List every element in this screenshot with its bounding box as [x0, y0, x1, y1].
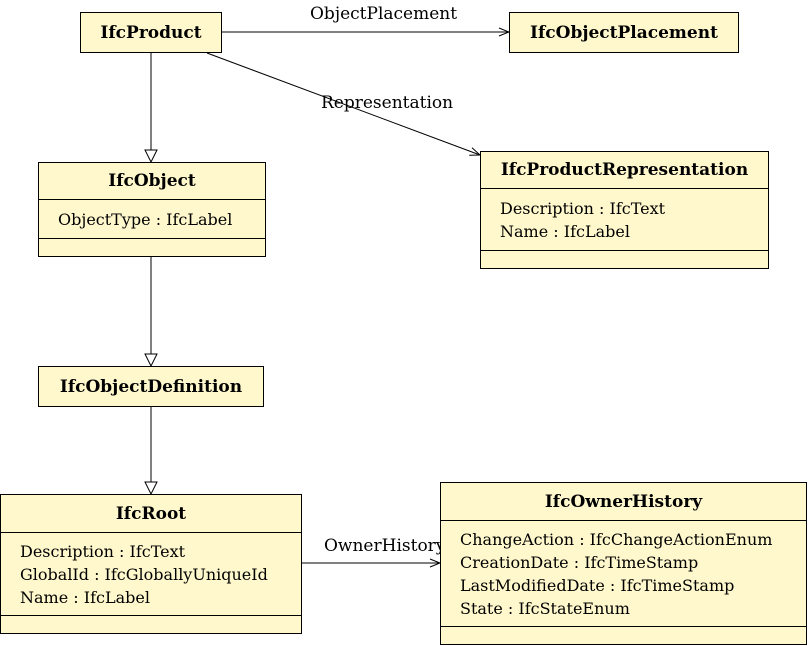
attribute: ObjectType : IfcLabel [58, 209, 233, 229]
class-name: IfcObjectPlacement [530, 22, 718, 43]
attribute: Name : IfcLabel [20, 587, 150, 607]
attribute: GlobalId : IfcGloballyUniqueId [20, 564, 268, 584]
class-ifc-owner-history[interactable]: IfcOwnerHistory ChangeAction : IfcChange… [440, 482, 807, 645]
class-ifc-object-placement[interactable]: IfcObjectPlacement [509, 12, 739, 53]
class-ifc-root[interactable]: IfcRoot Description : IfcText GlobalId :… [0, 494, 302, 634]
label-representation: Representation [321, 93, 454, 113]
association-representation [206, 52, 480, 155]
class-attributes: ChangeAction : IfcChangeActionEnum Creat… [441, 521, 806, 627]
attribute: State : IfcStateEnum [460, 598, 630, 618]
class-operations [481, 251, 768, 268]
class-attributes: Description : IfcText Name : IfcLabel [481, 189, 768, 251]
attribute: LastModifiedDate : IfcTimeStamp [460, 575, 735, 595]
attribute: ChangeAction : IfcChangeActionEnum [460, 529, 773, 549]
class-name: IfcObject [39, 163, 265, 200]
class-operations [1, 616, 301, 633]
class-ifc-product[interactable]: IfcProduct [80, 12, 222, 53]
class-ifc-product-representation[interactable]: IfcProductRepresentation Description : I… [480, 151, 769, 269]
class-ifc-object[interactable]: IfcObject ObjectType : IfcLabel [38, 162, 266, 257]
attribute: Name : IfcLabel [500, 221, 630, 241]
class-operations [441, 627, 806, 644]
attribute: CreationDate : IfcTimeStamp [460, 552, 699, 572]
class-name: IfcOwnerHistory [441, 483, 806, 521]
label-object-placement: ObjectPlacement [310, 4, 458, 24]
attribute: Description : IfcText [500, 198, 666, 218]
class-name: IfcRoot [1, 495, 301, 533]
class-name: IfcProductRepresentation [481, 152, 768, 189]
class-attributes: ObjectType : IfcLabel [39, 200, 265, 239]
class-name: IfcObjectDefinition [59, 376, 243, 397]
class-ifc-object-definition[interactable]: IfcObjectDefinition [38, 366, 264, 407]
class-operations [39, 239, 265, 256]
attribute: Description : IfcText [20, 541, 186, 561]
class-name: IfcProduct [100, 22, 202, 43]
class-attributes: Description : IfcText GlobalId : IfcGlob… [1, 533, 301, 616]
label-owner-history: OwnerHistory [324, 536, 446, 556]
